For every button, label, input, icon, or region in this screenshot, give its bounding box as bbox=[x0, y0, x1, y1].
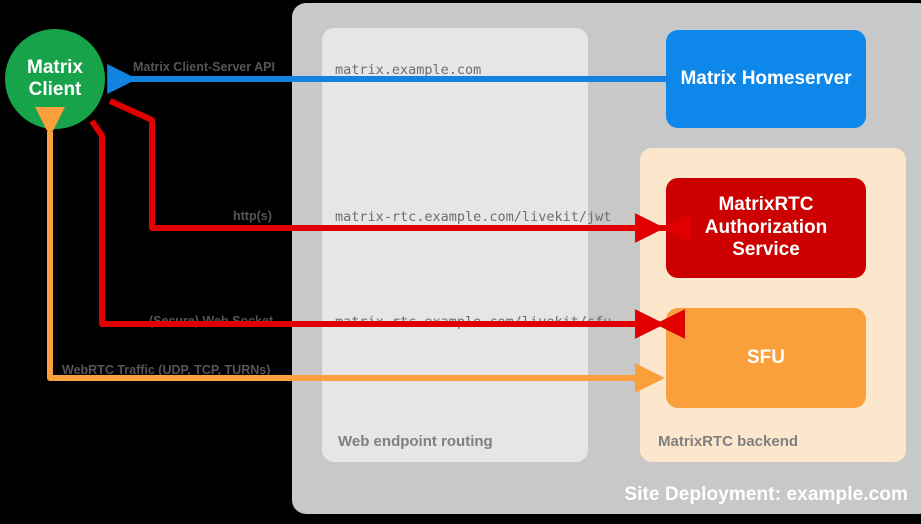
endpoint-livekit-sfu: matrix-rtc.example.com/livekit/sfu bbox=[335, 314, 612, 330]
node-sfu-label: SFU bbox=[747, 346, 785, 368]
web-endpoint-routing-container: Web endpoint routing bbox=[322, 28, 588, 462]
web-endpoint-routing-label: Web endpoint routing bbox=[338, 433, 493, 450]
edge-label-webrtc-traffic: WebRTC Traffic (UDP, TCP, TURNs) bbox=[62, 363, 271, 377]
endpoint-matrix-example-com: matrix.example.com bbox=[335, 62, 482, 78]
node-auth-line2: Authorization bbox=[704, 216, 828, 238]
edge-label-client-server-api: Matrix Client-Server API bbox=[133, 60, 275, 74]
node-matrix-homeserver-label: Matrix Homeserver bbox=[680, 67, 852, 89]
site-deployment-label: Site Deployment: example.com bbox=[624, 484, 908, 505]
edge-label-secure-web-socket: (Secure) Web Socket bbox=[149, 314, 274, 328]
node-matrixrtc-authorization-service: MatrixRTC Authorization Service bbox=[666, 178, 866, 278]
edge-label-http-s: http(s) bbox=[233, 209, 272, 223]
node-matrix-client-line1: Matrix bbox=[27, 56, 83, 78]
node-sfu: SFU bbox=[666, 308, 866, 408]
node-matrix-client-line2: Client bbox=[28, 79, 82, 100]
node-matrix-homeserver: Matrix Homeserver bbox=[666, 30, 866, 128]
node-auth-line3: Service bbox=[732, 239, 800, 261]
node-matrix-client: Matrix Client bbox=[5, 29, 105, 129]
matrixrtc-backend-label: MatrixRTC backend bbox=[658, 433, 799, 450]
endpoint-livekit-jwt: matrix-rtc.example.com/livekit/jwt bbox=[335, 209, 612, 225]
node-auth-line1: MatrixRTC bbox=[718, 194, 814, 216]
